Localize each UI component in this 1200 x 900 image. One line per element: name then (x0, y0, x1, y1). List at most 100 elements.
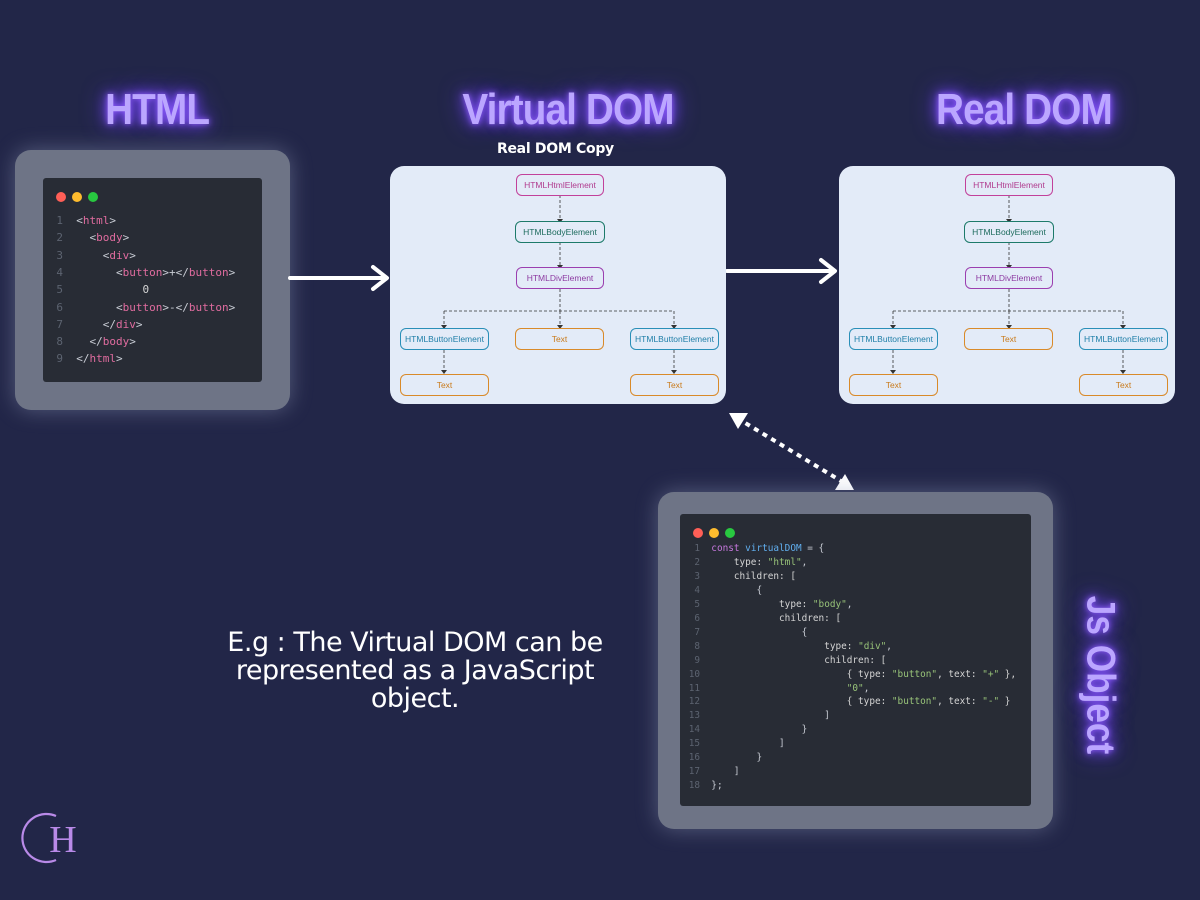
code-token: virtualDOM (745, 543, 802, 554)
code-token: { type: (846, 696, 892, 708)
real-node-html: HTMLHtmlElement (965, 174, 1053, 196)
minimize-dot-icon (709, 528, 719, 538)
code-line: 7 { (680, 627, 807, 638)
code-token: < (115, 300, 123, 314)
brand-logo-icon: H (21, 812, 77, 864)
code-token: }, (999, 668, 1017, 680)
line-number: 10 (688, 668, 700, 680)
code-token: < (76, 214, 83, 227)
line-number: 1 (56, 214, 63, 227)
code-token: ] (733, 766, 740, 778)
code-token: , text: (937, 696, 983, 708)
code-token: > (228, 265, 236, 279)
code-token: } (999, 696, 1011, 708)
code-token: < (102, 248, 110, 262)
line-number: 15 (688, 738, 700, 750)
virtual-node-text-left: Text (400, 374, 489, 396)
code-line: 2 type: "html", (680, 557, 807, 568)
code-token: }; (711, 780, 723, 792)
code-line: 13 ] (680, 710, 830, 721)
line-number: 16 (688, 752, 700, 764)
code-token: </ (89, 335, 103, 349)
line-number: 6 (56, 300, 63, 314)
caption-line-2: represented as a JavaScript (235, 655, 595, 686)
code-line: 6 <button>-</button> (43, 301, 235, 314)
code-line: 1 <html> (43, 214, 116, 227)
code-token: { (801, 626, 808, 638)
real-node-text-right: Text (1079, 374, 1168, 396)
code-token: type: (779, 598, 813, 610)
virtual-node-text-right: Text (630, 374, 719, 396)
virtual-node-button-right: HTMLButtonElement (630, 328, 719, 350)
line-number: 2 (694, 556, 700, 568)
code-line: 3 children: [ (680, 571, 796, 582)
code-line: 12 { type: "button", text: "-" } (680, 696, 1011, 708)
code-token: { (756, 584, 763, 596)
code-token: body (102, 335, 130, 349)
close-dot-icon (56, 192, 66, 202)
real-node-button-left: HTMLButtonElement (849, 328, 938, 350)
window-controls (693, 528, 735, 538)
code-line: 7 </div> (43, 317, 143, 331)
js-code-editor: 1 const virtualDOM = {2 type: "html",3 c… (680, 514, 1031, 806)
code-token: children: [ (824, 654, 887, 666)
code-line: 4 <button>+</button> (43, 266, 235, 279)
line-number: 5 (56, 283, 63, 297)
brand-logo-letter: H (49, 819, 76, 861)
code-token: >+</ (162, 265, 189, 279)
code-token: ] (824, 710, 830, 722)
code-token: > (135, 317, 143, 331)
code-token: html (89, 352, 117, 366)
maximize-dot-icon (725, 528, 735, 538)
real-node-text-left: Text (849, 374, 938, 396)
code-line: 4 { (680, 585, 762, 596)
code-token: = { (801, 543, 825, 554)
caption-line-3: object. (370, 683, 460, 714)
code-token: { type: (846, 668, 892, 680)
virtual-node-text-middle: Text (515, 328, 604, 350)
code-token: 0 (142, 283, 150, 297)
code-token: > (228, 300, 236, 314)
code-token: type: (824, 640, 859, 652)
code-token: "0" (846, 682, 864, 694)
code-token: "-" (982, 696, 1000, 708)
code-line: 5 type: "body", (680, 599, 852, 610)
code-token: "div" (858, 640, 887, 652)
code-line: 11 "0", (680, 682, 870, 694)
arrow-html-to-virtual (288, 265, 389, 291)
virtual-dom-panel: HTMLHtmlElement HTMLBodyElement HTMLDivE… (390, 166, 726, 404)
code-token: , (801, 556, 808, 568)
code-line: 9 children: [ (680, 655, 886, 666)
code-line: 10 { type: "button", text: "+" }, (680, 669, 1016, 680)
code-token: children: [ (779, 612, 842, 624)
code-token: div (109, 248, 130, 262)
line-number: 9 (694, 654, 700, 666)
code-token: , (846, 598, 853, 610)
real-node-div: HTMLDivElement (965, 267, 1053, 289)
code-token: type: (733, 556, 768, 568)
code-token: , (863, 682, 870, 694)
line-number: 18 (688, 780, 700, 792)
line-number: 8 (56, 335, 63, 349)
window-controls (56, 192, 98, 202)
arrow-virtual-js-bidirectional (729, 413, 854, 490)
code-token: > (122, 231, 130, 245)
line-number: 5 (694, 598, 700, 610)
code-line: 3 <div> (43, 249, 136, 262)
real-dom-panel: HTMLHtmlElement HTMLBodyElement HTMLDivE… (839, 166, 1175, 404)
minimize-dot-icon (72, 192, 82, 202)
html-heading: HTML (105, 85, 210, 134)
code-line: 5 0 (43, 283, 149, 296)
html-code-editor: 1 <html>2 <body>3 <div>4 <button>+</butt… (43, 178, 262, 382)
virtual-dom-heading: Virtual DOM (462, 85, 674, 134)
code-token: "html" (767, 556, 802, 568)
code-line: 9 </html> (43, 352, 122, 366)
virtual-node-div: HTMLDivElement (516, 267, 604, 289)
line-number: 14 (688, 724, 700, 736)
code-token: const (711, 543, 746, 554)
code-token: >-</ (162, 300, 189, 314)
js-code-frame: 1 const virtualDOM = {2 type: "html",3 c… (658, 492, 1053, 829)
code-token: "+" (982, 668, 1000, 680)
code-token: html (82, 214, 110, 227)
virtual-node-html: HTMLHtmlElement (516, 174, 604, 196)
